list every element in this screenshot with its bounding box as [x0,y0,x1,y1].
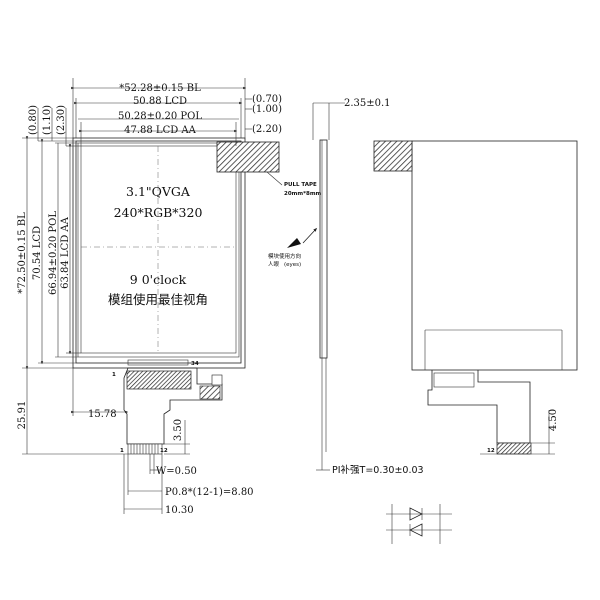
dim-pitch: P0.8*(12-1)=8.80 [165,487,254,498]
fpc-bond-strip [127,359,189,366]
fpc-connector-hatch [126,370,192,390]
pi-stiffener-note: PI补强T=0.30±0.03 [332,464,424,476]
finger-pin-12-label: 12 [160,448,168,454]
dim-4-50: 4.50 [548,409,559,431]
dim-aa-height: 63.84 LCD AA [60,216,71,289]
dim-off-220: (2.20) [252,124,282,135]
front-view: PULL TAPE 20mm*8mm 3.1"QVGA 240*RGB*320 … [17,78,322,516]
fpc-outline [123,367,223,445]
dim-15-78: 15.78 [88,409,117,420]
direction-note-2: 人眼 [268,261,280,268]
top-dimensions [71,78,252,146]
dim-3-50: 3.50 [173,419,184,441]
dim-lcd-height: 70.54 LCD [32,226,43,280]
dim-lcd-width: 50.88 LCD [133,96,187,107]
eye-direction-icon [287,227,318,248]
lcd-glass-outline [75,140,242,364]
gold-fingers [127,443,163,455]
dim-bl-width: *52.28±0.15 BL [119,83,201,94]
active-area-outline [80,145,237,354]
polarizer-outline [77,142,240,358]
side-view: 2.35±0.1 模块使用方向 人眼 (eyes) PI补强T=0.30±0.0… [268,98,424,476]
dim-off-070: (0.70) [252,94,282,105]
fpc-dimensions [71,368,190,514]
back-view: 12 4.50 [373,140,578,455]
fpc-component-a [199,385,221,400]
projection-symbol-icon [386,504,452,544]
dim-off-100: (1.00) [252,104,282,115]
viewing-angle-text: 模组使用最佳视角 [108,292,208,307]
side-module-body [319,139,328,359]
back-pull-tape [373,140,413,172]
pull-tape [216,141,280,173]
back-housing [411,140,578,371]
fpc-component-b [211,374,223,386]
viewing-clock-text: 9 0'clock [130,272,187,287]
direction-note-3: (eyes) [284,262,301,268]
back-fpc-outline [427,370,531,444]
backlight-outline [72,137,246,369]
back-pin-12-label: 12 [487,448,495,454]
dim-aa-width: 47.88 LCD AA [124,125,197,136]
dim-pol-width: 50.28±0.20 POL [118,111,202,122]
dim-bl-height: *72.50±0.15 BL [17,212,28,294]
dim-off-080: (0.80) [28,105,39,135]
dim-off-110: (1.10) [42,105,53,135]
direction-note-1: 模块使用方向 [268,252,301,260]
left-dimensions [22,108,128,455]
finger-pin-1-label: 1 [120,448,124,454]
pin-1-label: 1 [112,372,116,378]
pull-tape-size: 20mm*8mm [284,191,322,197]
pin-34-label: 34 [191,361,199,367]
screen-resolution-text: 240*RGB*320 [114,205,203,220]
dim-thickness: 2.35±0.1 [344,98,391,109]
back-gold-fingers [496,442,532,455]
dim-off-230: (2.30) [56,105,67,135]
dim-w-0-50: W=0.50 [156,466,197,477]
screen-size-text: 3.1"QVGA [126,184,191,199]
dim-10-30: 10.30 [165,505,194,516]
pull-tape-label: PULL TAPE [284,182,317,188]
dim-total-25-91: 25.91 [17,401,28,430]
dim-pol-height: 66.94±0.20 POL [48,211,59,295]
